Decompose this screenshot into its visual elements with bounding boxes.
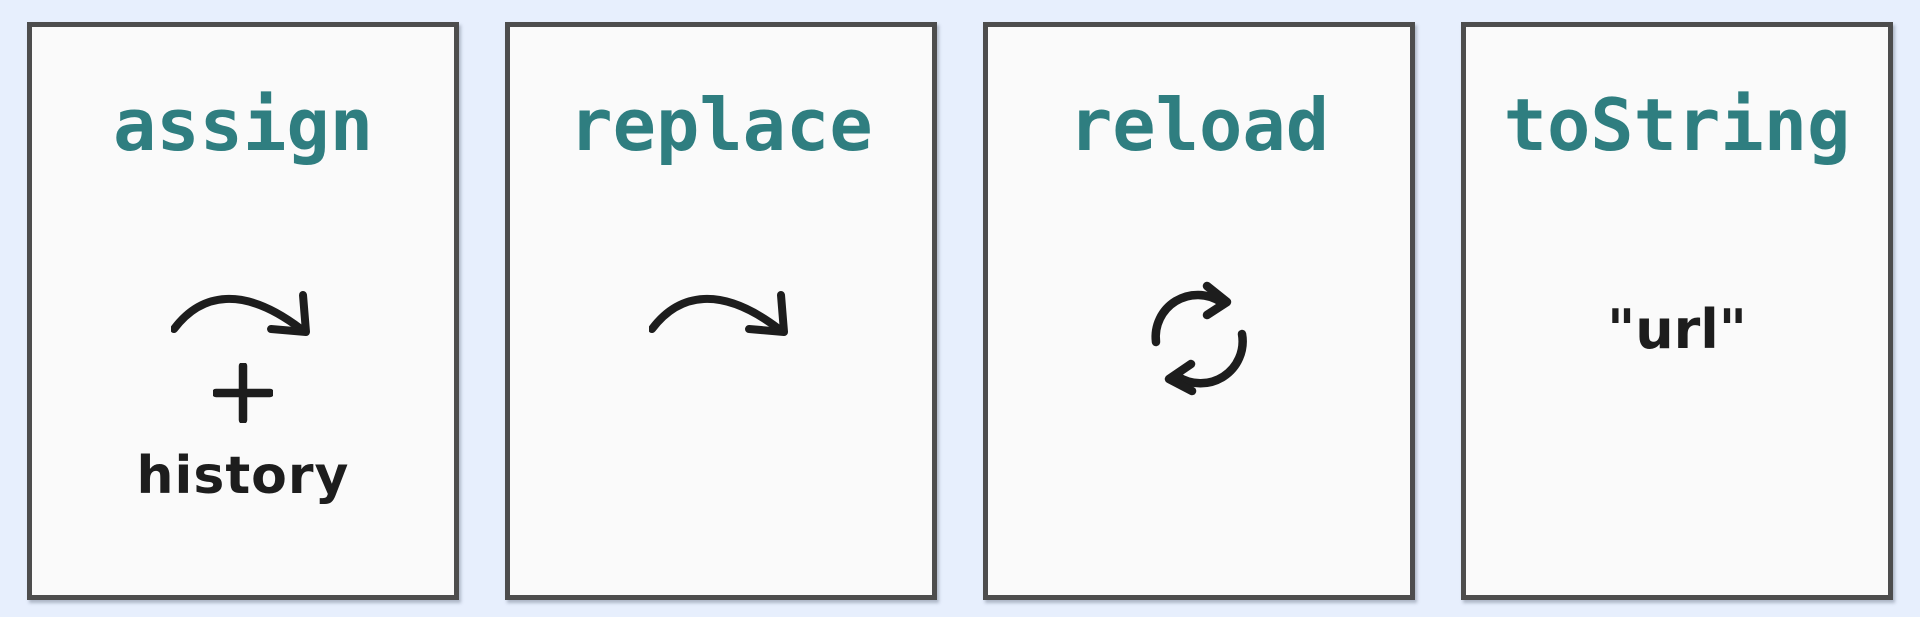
curved-arrow-icon	[510, 289, 932, 341]
card-title-reload: reload	[1068, 83, 1330, 167]
card-title-tostring: toString	[1503, 83, 1851, 167]
url-string-value: "url"	[1607, 298, 1747, 361]
card-replace: replace	[505, 22, 937, 600]
history-label: history	[136, 446, 350, 506]
card-title-replace: replace	[569, 83, 873, 167]
card-assign: assign history	[27, 22, 459, 600]
curved-arrow-icon	[32, 289, 454, 341]
plus-icon	[32, 363, 454, 423]
card-tostring: toString "url"	[1461, 22, 1893, 600]
card-reload: reload	[983, 22, 1415, 600]
refresh-icon	[988, 278, 1410, 400]
card-title-assign: assign	[112, 83, 374, 167]
